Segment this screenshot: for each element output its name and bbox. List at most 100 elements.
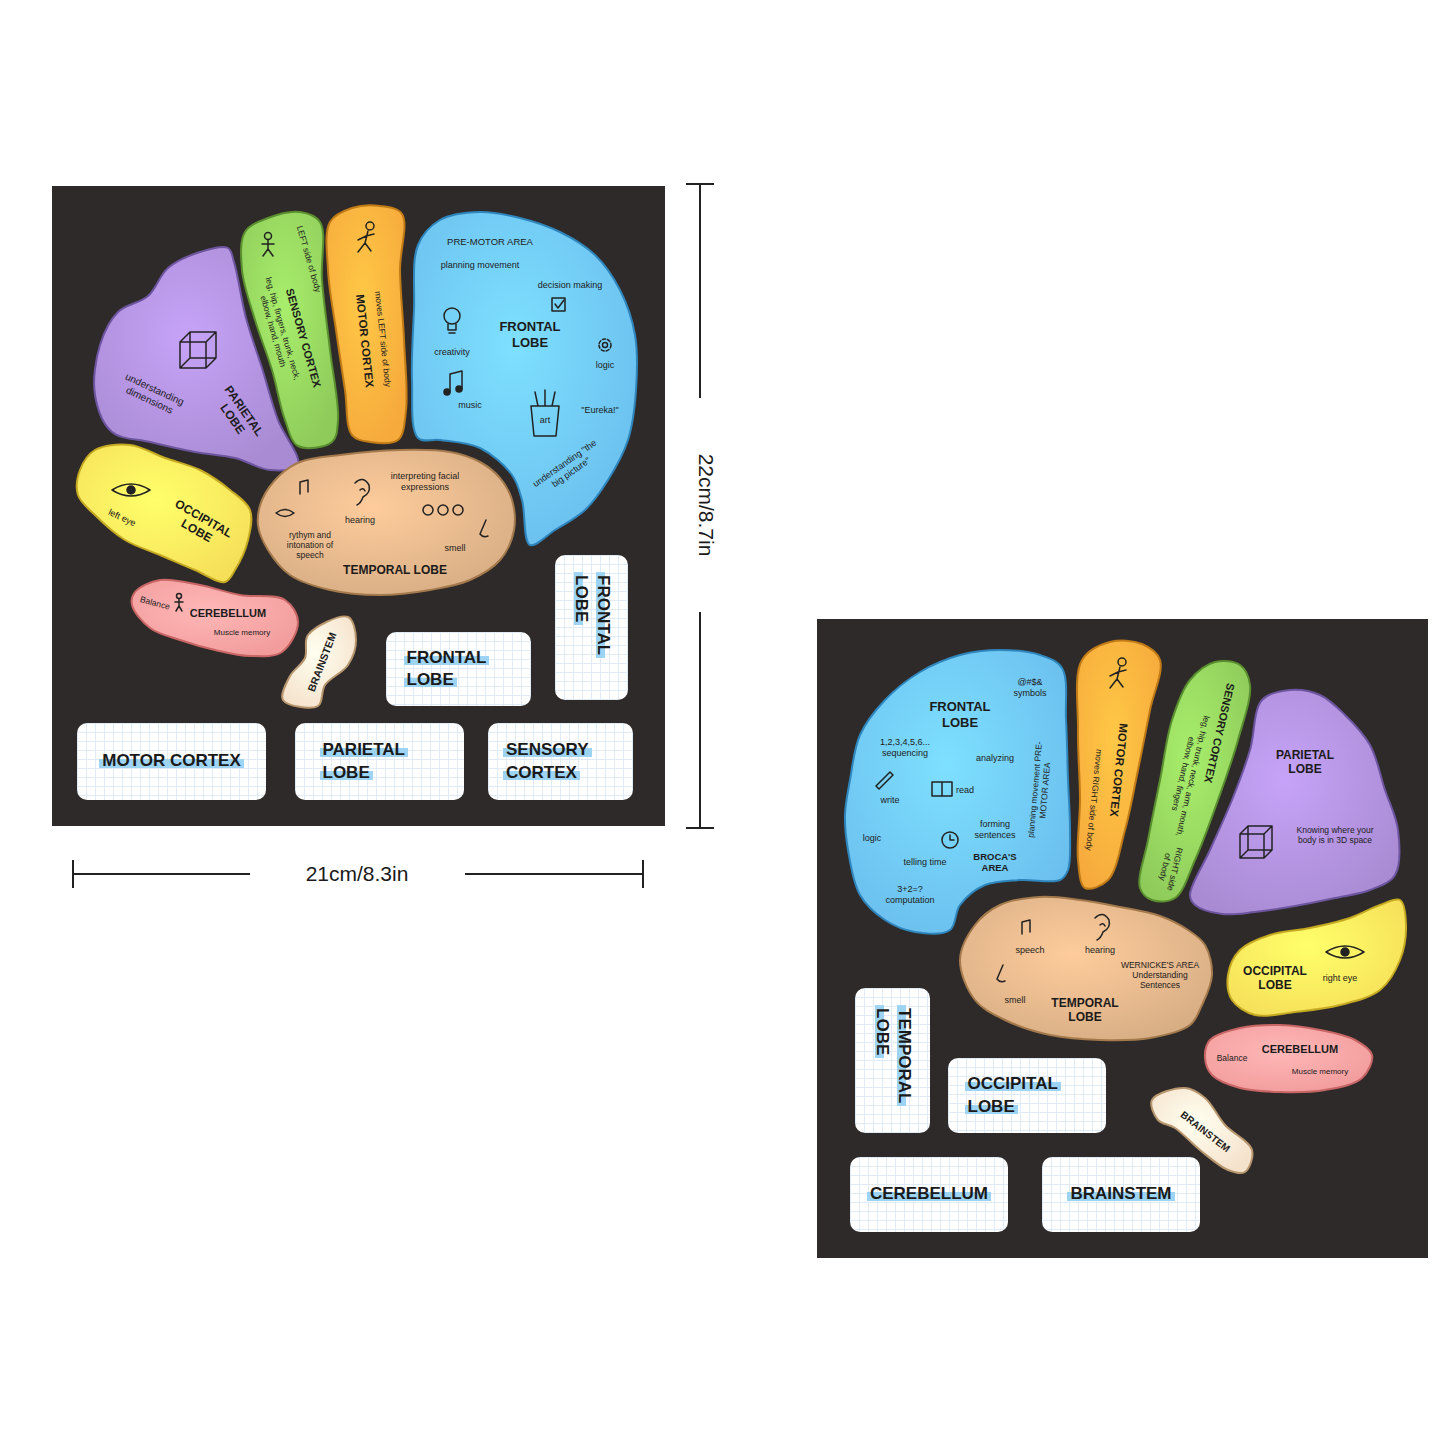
book-icon <box>932 782 952 796</box>
bulb-icon <box>444 308 460 324</box>
eye-icon <box>1326 946 1364 958</box>
function-note: @#$& symbols <box>1000 677 1060 699</box>
checkbox-icon <box>555 300 564 308</box>
function-note: 3+2=? computation <box>875 884 945 906</box>
art-cup-icon <box>531 390 559 436</box>
brain-region: BalanceCEREBELLUMMuscle memory <box>124 572 306 664</box>
brain-region: interpreting facial expressionshearingry… <box>250 442 522 603</box>
region-name: FRONTAL LOBE <box>915 699 1005 730</box>
dimension-tick <box>72 860 74 888</box>
region-outline <box>1220 892 1414 1023</box>
label-sticker: TEMPORAL LOBE <box>855 988 930 1133</box>
function-note: smell <box>998 995 1033 1006</box>
function-note: speech <box>1010 945 1050 956</box>
label-sticker: BRAINSTEM <box>1042 1157 1200 1232</box>
music-icon <box>300 480 308 494</box>
region-shape <box>326 205 406 443</box>
region-name: CEREBELLUM <box>1255 1043 1345 1056</box>
label-sticker: FRONTAL LOBE <box>555 555 628 700</box>
gear-icon <box>603 343 608 348</box>
sticker-label: SENSORY CORTEX <box>503 740 592 781</box>
body-icon <box>265 233 272 240</box>
sticker-sheet <box>52 186 665 826</box>
eye-icon <box>112 484 150 496</box>
region-shape <box>960 897 1212 1041</box>
dimension-tick <box>686 183 714 185</box>
function-note: Muscle memory <box>1285 1067 1355 1077</box>
runner-icon <box>358 231 374 252</box>
function-note: forming sentences <box>968 819 1023 841</box>
sticker-label: FRONTAL LOBE <box>572 573 613 659</box>
sticker-label: BRAINSTEM <box>1067 1184 1174 1203</box>
region-name: TEMPORAL LOBE <box>330 563 460 577</box>
function-note: WERNICKE'S AREA Understanding Sentences <box>1118 960 1203 991</box>
sticker-label: OCCIPITAL LOBE <box>965 1074 1061 1115</box>
function-note: Muscle memory <box>207 628 277 638</box>
brain-region: speech hearingWERNICKE'S AREA Understandi… <box>952 889 1220 1048</box>
function-note: logic <box>585 360 625 371</box>
sticker-label: MOTOR CORTEX <box>99 751 244 770</box>
balance-icon <box>177 594 182 599</box>
function-note: rythym and intonation of speech <box>273 530 348 561</box>
function-note: "Eureka!" <box>573 405 628 416</box>
cube-icon <box>180 332 216 368</box>
lips-icon <box>276 510 294 517</box>
region-outline <box>250 442 522 603</box>
function-note: read <box>948 785 983 796</box>
bulb-icon <box>448 324 456 333</box>
region-shape <box>1205 1025 1372 1092</box>
function-note: creativity <box>422 347 482 358</box>
music-icon <box>444 389 450 395</box>
dimension-line <box>699 612 701 828</box>
function-note: music <box>445 400 495 411</box>
function-note: smell <box>435 543 475 554</box>
label-sticker: MOTOR CORTEX <box>77 723 266 800</box>
region-shape <box>282 616 356 707</box>
runner-icon <box>1110 667 1126 688</box>
region-shape <box>1228 899 1407 1016</box>
face-icon <box>423 505 433 515</box>
function-note: hearing <box>1078 945 1123 956</box>
region-shape <box>1190 690 1400 915</box>
label-sticker: PARIETAL LOBE <box>295 723 464 800</box>
region-name: PARIETAL LOBE <box>1260 748 1350 777</box>
dimension-tick <box>642 860 644 888</box>
brain-region: BalanceCEREBELLUM Muscle memory <box>1197 1017 1380 1100</box>
eye-icon <box>1341 948 1349 956</box>
brain-region: OCCIPITAL LOBEright eye <box>1220 892 1414 1023</box>
region-name: BROCA'S AREA <box>960 851 1030 874</box>
dimension-line <box>465 873 643 875</box>
eye-icon <box>127 486 135 494</box>
dimension-label: 22cm/8.7in <box>694 450 718 561</box>
region-name: OCCIPITAL LOBE <box>1236 964 1314 993</box>
sticker-sheet <box>817 619 1428 1258</box>
function-note: hearing <box>335 515 385 526</box>
label-sticker: FRONTAL LOBE <box>386 632 531 706</box>
brain-region: MOTOR CORTEXmoves LEFT side of body <box>320 198 414 450</box>
balance-icon <box>175 599 183 611</box>
clock-icon <box>942 832 958 848</box>
function-note: write <box>873 795 908 806</box>
pencil-icon <box>876 772 893 789</box>
brain-region: FRONTAL LOBE@#$& symbols1,2,3,4,5,6... s… <box>837 642 1078 940</box>
region-shape <box>241 212 338 448</box>
function-note: art <box>530 415 560 426</box>
function-note: planning movement <box>430 260 530 271</box>
dimension-tick <box>686 827 714 829</box>
label-sticker: SENSORY CORTEX <box>488 723 633 800</box>
face-icon <box>438 505 448 515</box>
label-sticker: CEREBELLUM <box>850 1157 1008 1232</box>
cube-icon <box>1240 826 1272 858</box>
clock-icon <box>950 835 954 840</box>
function-note: right eye <box>1315 973 1365 984</box>
brain-region: left eyeOCCIPITAL LOBE <box>70 437 258 590</box>
function-note: Balance <box>1212 1053 1252 1063</box>
checkbox-icon <box>552 298 565 311</box>
runner-icon <box>366 222 374 230</box>
region-outline <box>70 437 258 590</box>
sticker-label: TEMPORAL LOBE <box>873 1006 914 1107</box>
